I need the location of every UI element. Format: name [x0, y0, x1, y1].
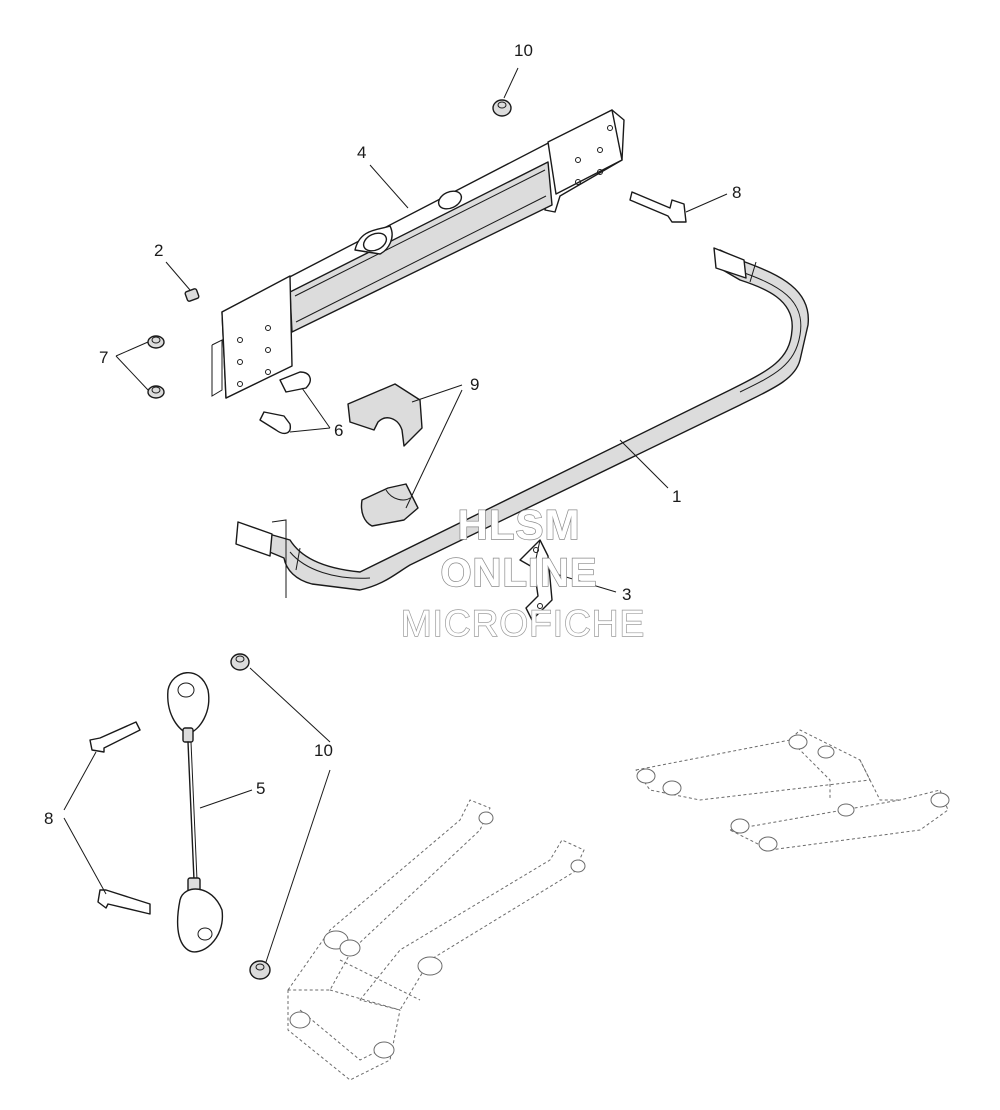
callout-7: 7: [99, 348, 108, 367]
bar-bushings: [347, 383, 423, 527]
callout-6: 6: [334, 421, 343, 440]
watermark: HLSM ONLINE MICROFICHE: [400, 500, 645, 644]
reference-arm-right: [635, 729, 950, 852]
callout-9: 9: [470, 375, 479, 394]
bolts-8: [89, 191, 687, 915]
pins-6: [259, 371, 311, 435]
bar-clamp: [519, 539, 553, 621]
callout-10-top: 10: [514, 41, 533, 60]
nuts-10: [230, 99, 512, 980]
watermark-line-3: MICROFICHE: [401, 603, 645, 644]
watermark-line-1: HLSM: [458, 501, 581, 548]
callout-5: 5: [256, 779, 265, 798]
callout-1: 1: [672, 487, 681, 506]
callout-labels: 10 4 8 2 7 9 6 1 3 10 5 8: [44, 41, 741, 828]
callout-8-top: 8: [732, 183, 741, 202]
reference-arm-bottom: [287, 799, 586, 1081]
callout-10-mid: 10: [314, 741, 333, 760]
callout-3: 3: [622, 585, 631, 604]
crossmember-bracket: [211, 109, 625, 399]
nuts-7: [147, 335, 165, 399]
stabilizer-bar: [235, 247, 809, 598]
leader-lines: [63, 67, 728, 963]
end-link: [167, 672, 223, 953]
callout-8-left: 8: [44, 809, 53, 828]
watermark-line-2: ONLINE: [440, 551, 597, 595]
callout-4: 4: [357, 143, 366, 162]
grease-fitting: [184, 288, 200, 302]
callout-2: 2: [154, 241, 163, 260]
